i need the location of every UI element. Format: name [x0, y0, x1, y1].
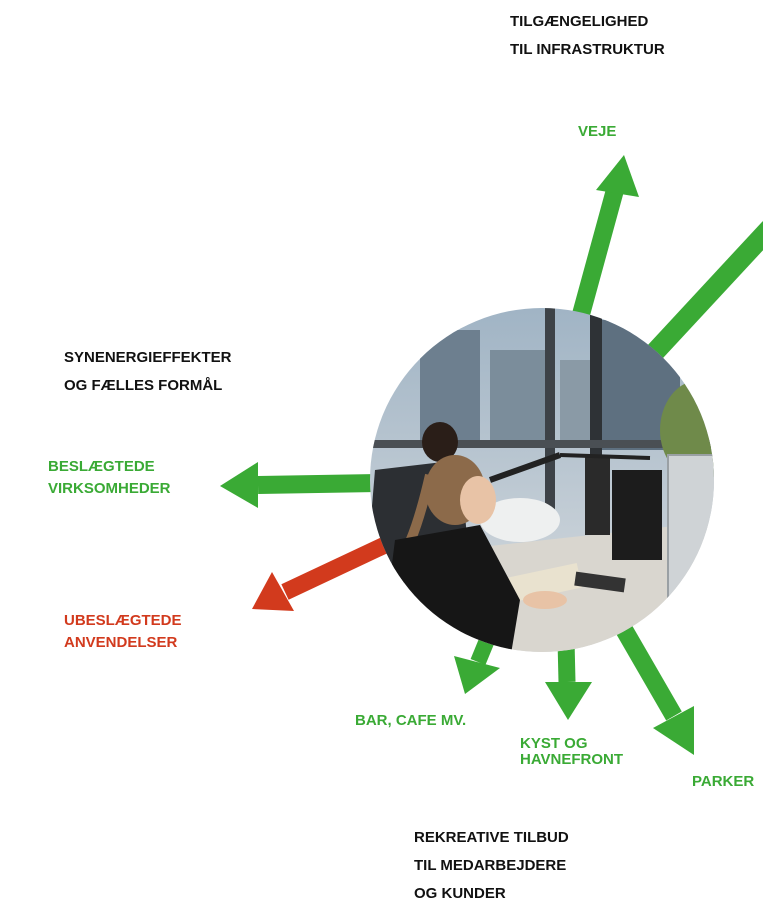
heading-synergy-line-2: OG FÆLLES FORMÅL	[64, 377, 223, 394]
arrow-parks	[614, 621, 694, 755]
heading-recreation-line-3: OG KUNDER	[414, 885, 506, 902]
arrow-infrastructure	[647, 221, 763, 359]
label-parks: PARKER	[692, 773, 755, 790]
arrow-roads	[571, 155, 639, 321]
heading-infrastructure-line-2: TIL INFRASTRUKTUR	[510, 41, 665, 58]
label-coast-line-2: HAVNEFRONT	[520, 751, 624, 768]
office-photo	[370, 308, 714, 652]
heading-synergy-line-1: SYNENERGIEFFEKTER	[64, 349, 232, 366]
arrow-related	[220, 462, 379, 508]
arrow-unrelated	[252, 537, 389, 611]
label-related-line-2: VIRKSOMHEDER	[48, 480, 171, 497]
heading-recreation: REKREATIVE TILBUD TIL MEDARBEJDERE OG KU…	[414, 824, 569, 908]
heading-synergy: SYNENERGIEFFEKTER OG FÆLLES FORMÅL	[64, 344, 232, 400]
label-unrelated: UBESLÆGTEDE ANVENDELSER	[64, 610, 182, 654]
label-related: BESLÆGTEDE VIRKSOMHEDER	[48, 456, 171, 500]
heading-recreation-line-2: TIL MEDARBEJDERE	[414, 857, 567, 874]
heading-infrastructure-line-1: TILGÆNGELIGHED	[510, 13, 649, 30]
label-coast: KYST OG HAVNEFRONT	[520, 736, 623, 768]
arrow-coast	[545, 639, 592, 720]
label-roads: VEJE	[578, 123, 617, 140]
heading-infrastructure: TILGÆNGELIGHED TIL INFRASTRUKTUR	[510, 8, 665, 64]
label-unrelated-line-2: ANVENDELSER	[64, 634, 178, 651]
label-bar: BAR, CAFE MV.	[355, 712, 467, 729]
label-related-line-1: BESLÆGTEDE	[48, 458, 155, 475]
label-coast-line-1: KYST OG	[520, 735, 588, 752]
label-unrelated-line-1: UBESLÆGTEDE	[64, 612, 182, 629]
heading-recreation-line-1: REKREATIVE TILBUD	[414, 829, 569, 846]
